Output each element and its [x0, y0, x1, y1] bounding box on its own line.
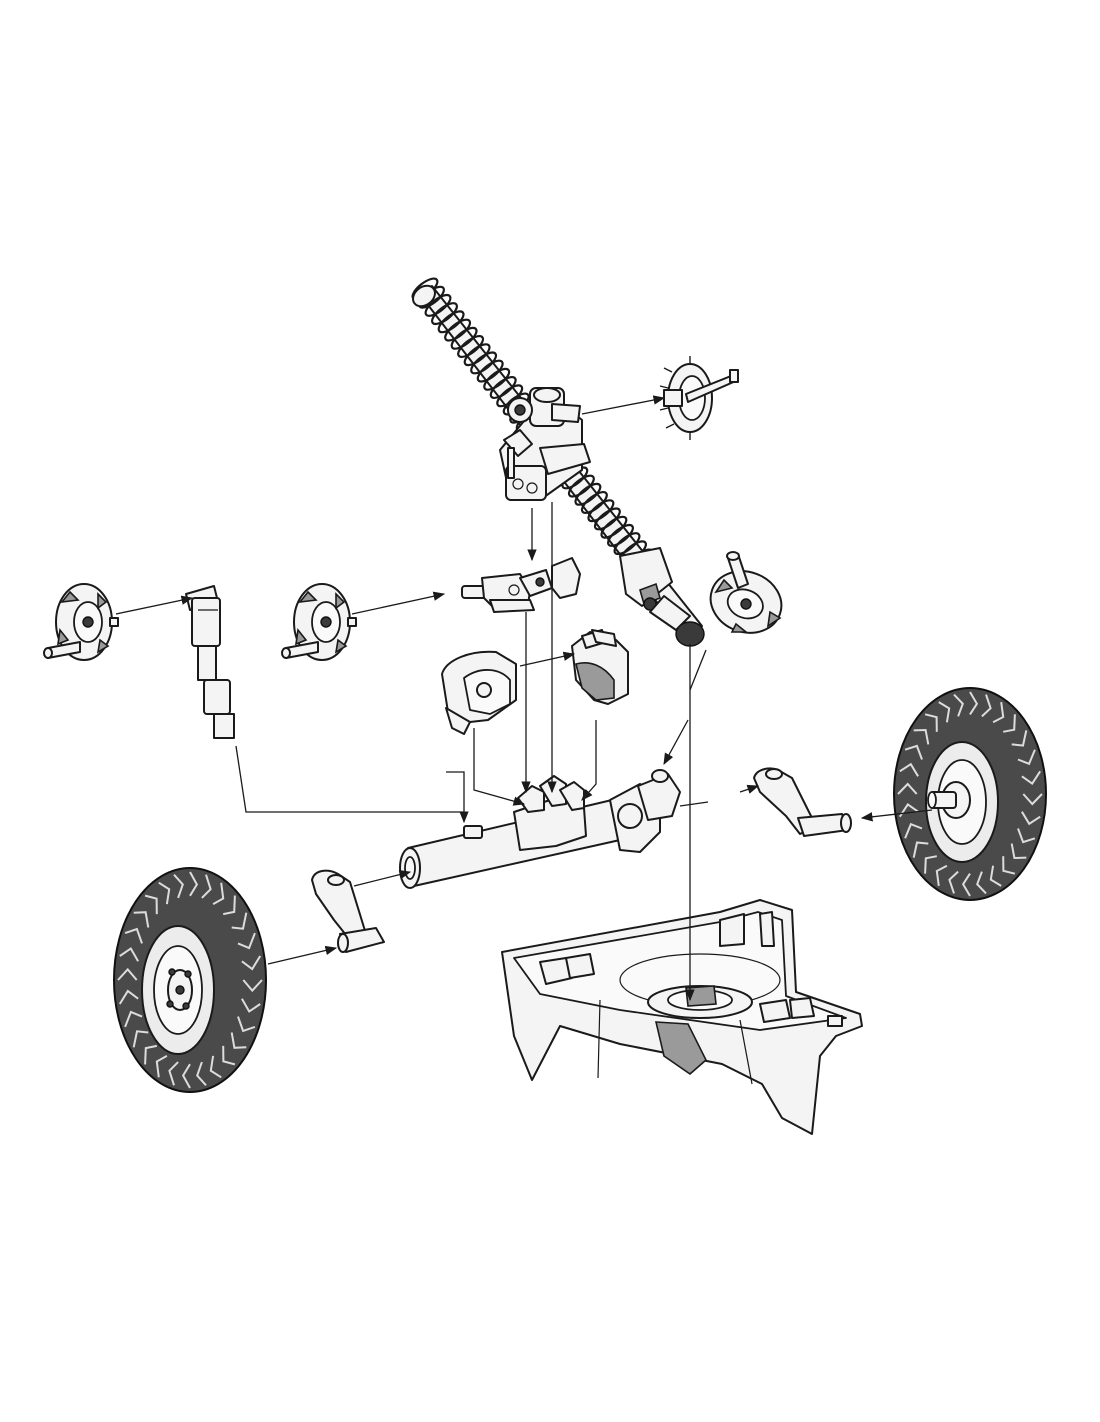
tread-lug	[181, 1063, 191, 1089]
tread-lug	[242, 979, 263, 993]
barrel-rib	[424, 293, 452, 317]
tread-lug	[1002, 856, 1016, 875]
tread-lug	[1017, 749, 1036, 766]
tread-lug	[948, 870, 959, 894]
barrel-rib	[431, 302, 458, 326]
tread-lug	[976, 871, 987, 895]
barrel-rib	[457, 335, 485, 358]
barrel-rib	[574, 482, 602, 506]
tread-lug	[144, 894, 158, 915]
tread-lug	[912, 841, 929, 858]
tread-lug	[938, 701, 951, 723]
tread-lug	[132, 1030, 149, 1048]
barrel-rib	[444, 318, 472, 342]
barrel-rib	[470, 351, 498, 375]
tread-lug	[992, 701, 1005, 724]
right-clamp-half	[571, 629, 629, 705]
tread-lug	[119, 947, 139, 962]
base-plate	[501, 899, 863, 1135]
elevation-column	[185, 585, 235, 739]
tread-lug	[1022, 793, 1043, 806]
tread-lug	[913, 728, 930, 745]
right-wheel	[893, 687, 1047, 901]
barrel-rib	[463, 343, 491, 367]
left-wheel-tread	[117, 871, 263, 1089]
sight-bracket	[461, 557, 581, 613]
tread-lug	[989, 865, 1002, 887]
tread-lug	[904, 822, 923, 839]
tread-lug	[953, 693, 964, 717]
tread-lug	[223, 895, 236, 916]
barrel-rib	[593, 507, 621, 531]
barrel-rib	[450, 326, 478, 350]
barrel-rib	[476, 359, 504, 383]
right-wheel-tread	[897, 691, 1043, 897]
tread-lug	[158, 881, 171, 905]
barrel-rib	[483, 367, 511, 391]
traverse-handwheel	[659, 356, 739, 440]
tread-lug	[1017, 828, 1036, 844]
right-crank	[753, 767, 852, 837]
barrel-rib	[587, 499, 615, 523]
tread-lug	[1011, 730, 1028, 747]
tread-lug	[237, 932, 256, 950]
tread-lug	[898, 802, 919, 818]
tread-lug	[173, 874, 184, 899]
tread-lug	[981, 694, 992, 718]
tread-lug	[212, 882, 225, 905]
tread-lug	[144, 1044, 157, 1065]
tread-lug	[969, 691, 979, 715]
left-handwheel	[43, 583, 119, 661]
left-wheel	[113, 867, 267, 1093]
mortar-tube-part	[411, 277, 705, 647]
middle-handwheel	[281, 583, 357, 661]
tread-lug	[155, 1055, 168, 1078]
tread-lug	[241, 955, 262, 971]
tread-lug	[201, 874, 212, 899]
barrel-rib	[567, 474, 595, 498]
tread-lug	[168, 1061, 179, 1086]
tread-lug	[133, 911, 150, 928]
tread-lug	[899, 762, 919, 777]
tread-lug	[124, 927, 143, 944]
right-handwheel	[709, 551, 783, 634]
tread-lug	[924, 713, 938, 732]
barrel-rib	[607, 523, 634, 547]
tread-lug	[231, 912, 248, 930]
barrel-rib	[437, 310, 465, 334]
tread-lug	[1021, 811, 1041, 826]
tread-lug	[935, 864, 948, 887]
tread-lug	[189, 871, 199, 897]
tread-lug	[230, 1032, 247, 1049]
tread-lug	[961, 873, 971, 897]
tread-lug	[924, 855, 937, 874]
left-crank	[311, 869, 385, 953]
left-clamp-half	[441, 650, 517, 735]
tread-lug	[897, 782, 918, 795]
barrel-rib	[489, 376, 517, 399]
tread-lug	[1010, 843, 1027, 860]
tread-lug	[222, 1045, 236, 1066]
tread-lug	[118, 989, 139, 1005]
tread-lug	[237, 1016, 256, 1033]
tread-lug	[209, 1055, 222, 1079]
tread-lug	[904, 744, 923, 760]
barrel-rib	[580, 491, 608, 514]
tread-lug	[241, 998, 261, 1013]
axle-assembly	[399, 769, 681, 889]
barrel-rib	[600, 515, 628, 539]
tread-lug	[117, 967, 138, 981]
barrel-rib	[613, 532, 641, 556]
assembly-arrows	[115, 395, 933, 1002]
tread-lug	[196, 1061, 207, 1086]
tread-lug	[1021, 770, 1042, 786]
tread-lug	[1003, 714, 1016, 733]
tread-lug	[124, 1010, 143, 1028]
